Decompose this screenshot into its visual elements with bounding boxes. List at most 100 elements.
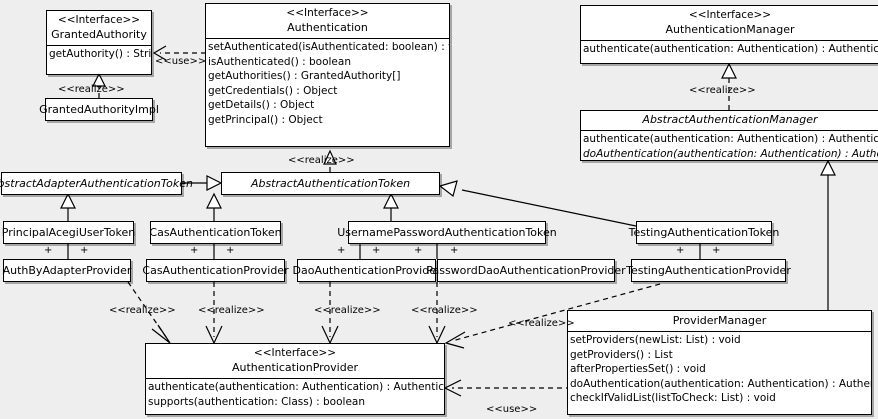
arrowhead-open-authprovider-testing: [444, 331, 466, 349]
class-authentication-manager[interactable]: <<Interface>> AuthenticationManager auth…: [580, 5, 878, 64]
class-testing-authentication-token[interactable]: TestingAuthenticationToken: [629, 221, 779, 244]
class-password-dao-authentication-provider[interactable]: PasswordDaoAuthenticationProvider: [426, 259, 626, 282]
class-header-abstract-authentication-manager: AbstractAuthenticationManager: [581, 111, 878, 130]
operations-compartment-authentication-provider: authenticate(authentication: Authenticat…: [146, 378, 444, 410]
class-name-label: CasAuthenticationProvider: [142, 263, 289, 277]
class-name-label: DaoAuthenticationProvider: [292, 263, 441, 277]
arrowhead-triangle-adapter-token: [60, 192, 76, 209]
class-granted-authority[interactable]: <<Interface>> GrantedAuthority getAuthor…: [46, 10, 152, 75]
assoc-visibility-marker: +: [414, 245, 423, 256]
class-abstract-adapter-authentication-token[interactable]: AbstractAdapterAuthenticationToken: [0, 172, 193, 195]
operation-row: authenticate(authentication: Authenticat…: [583, 43, 878, 55]
class-name-label: PasswordDaoAuthenticationProvider: [426, 263, 626, 277]
operations-compartment-abstract-authentication-manager: authenticate(authentication: Authenticat…: [581, 130, 878, 162]
arrowhead-triangle-authentication: [323, 149, 337, 165]
edge-label-realize-authbyadapter: <<realize>>: [109, 305, 176, 316]
edge-label-realize-abstract-auth-manager: <<realize>>: [689, 85, 756, 96]
edge-label-realize-dao: <<realize>>: [314, 305, 381, 316]
class-cas-authentication-token[interactable]: CasAuthenticationToken: [149, 221, 282, 244]
class-cas-authentication-provider[interactable]: CasAuthenticationProvider: [142, 259, 289, 282]
class-provider-manager[interactable]: ProviderManager setProviders(newList: Li…: [567, 310, 872, 415]
class-name-label: UsernamePasswordAuthenticationToken: [337, 225, 557, 239]
edge-label-realize-testing: <<realize>>: [508, 318, 575, 329]
operation-row: getAuthority() : String: [49, 48, 151, 60]
class-testing-authentication-provider[interactable]: TestingAuthenticationProvider: [626, 259, 791, 282]
class-name-label: TestingAuthenticationToken: [628, 225, 780, 239]
operation-row: setProviders(newList: List) : void: [570, 334, 741, 346]
assoc-visibility-marker: +: [80, 245, 89, 256]
edge-label-realize-cas: <<realize>>: [198, 305, 265, 316]
edge-label-use-authentication-grantedauthority: <<use>>: [155, 56, 207, 67]
assoc-visibility-marker: +: [190, 245, 199, 256]
arrowhead-open-use-grantedauthority: [152, 45, 167, 61]
operation-row: doAuthentication(authentication: Authent…: [583, 147, 878, 160]
operation-row: afterPropertiesSet() : void: [570, 363, 706, 376]
assoc-visibility-marker: +: [44, 245, 53, 256]
class-name-label: CasAuthenticationToken: [149, 225, 282, 239]
class-header-authentication-manager: <<Interface>> AuthenticationManager: [581, 6, 878, 40]
arrowhead-triangle-authmanager: [721, 62, 737, 79]
operation-row: getProviders() : List: [570, 348, 673, 361]
operation-row: getDetails() : Object: [208, 99, 315, 112]
class-abstract-authentication-token[interactable]: AbstractAuthenticationToken: [221, 172, 440, 195]
class-name-label: PrincipalAcegiUserToken: [1, 225, 136, 239]
edge-label-use-providermanager-authprovider: <<use>>: [486, 404, 538, 415]
operation-row: setAuthenticated(isAuthenticated: boolea…: [208, 41, 449, 53]
operations-compartment-authentication-manager: authenticate(authentication: Authenticat…: [581, 40, 878, 58]
class-authentication-provider[interactable]: <<Interface>> AuthenticationProvider aut…: [145, 343, 445, 415]
class-name-label: ProviderManager: [672, 314, 767, 327]
edge-label-realize-token-authentication: <<realize>>: [288, 155, 355, 166]
arrowhead-triangle-abstract-token-upw: [383, 192, 399, 209]
class-dao-authentication-provider[interactable]: DaoAuthenticationProvider: [293, 259, 441, 282]
assoc-visibility-marker: +: [712, 245, 721, 256]
stereotype-label: <<Interface>>: [57, 14, 141, 26]
arrowhead-triangle-abstract-token-testing: [438, 180, 458, 198]
class-name-label: AuthenticationManager: [665, 23, 795, 36]
stereotype-label: <<Interface>>: [688, 9, 772, 21]
class-name-label: GrantedAuthority: [51, 28, 147, 41]
assoc-visibility-marker: +: [337, 245, 346, 256]
arrowhead-open-authprovider-use: [443, 379, 462, 397]
class-name-label: TestingAuthenticationProvider: [626, 263, 791, 277]
class-auth-by-adapter-provider[interactable]: AuthByAdapterProvider: [3, 259, 131, 282]
assoc-visibility-marker: +: [676, 245, 685, 256]
class-authentication[interactable]: <<Interface>> Authentication setAuthenti…: [205, 3, 450, 147]
class-name-label: AuthByAdapterProvider: [2, 263, 132, 277]
arrowhead-triangle-abstractauthmanager: [820, 159, 836, 176]
class-name-label: AbstractAdapterAuthenticationToken: [0, 176, 193, 190]
operation-row: getPrincipal() : Object: [208, 113, 323, 126]
class-header-provider-manager: ProviderManager: [568, 311, 871, 331]
arrowhead-open-authprovider-adapter: [151, 324, 171, 344]
class-header-authentication-provider: <<Interface>> AuthenticationProvider: [146, 344, 444, 378]
stereotype-label: <<Interface>>: [286, 7, 369, 19]
edge-label-realize-grantedauthorityimpl: <<realize>>: [58, 84, 125, 95]
operation-row: authenticate(authentication: Authenticat…: [148, 381, 444, 393]
class-name-label: AuthenticationProvider: [231, 361, 359, 374]
arrowhead-triangle-abstract-token-cas: [206, 192, 222, 209]
class-principal-acegi-user-token[interactable]: PrincipalAcegiUserToken: [2, 221, 135, 244]
class-username-password-authentication-token[interactable]: UsernamePasswordAuthenticationToken: [337, 221, 557, 244]
class-header-authentication: <<Interface>> Authentication: [206, 4, 449, 38]
edge-generalize-testingauthenticationtoken: [461, 189, 637, 227]
class-name-label: GrantedAuthorityImpl: [39, 102, 159, 116]
arrowhead-triangle-grantedauthority: [92, 72, 106, 87]
operation-row: checkIfValidList(listToCheck: List) : vo…: [570, 392, 776, 405]
operation-row: supports(authentication: Class) : boolea…: [148, 395, 365, 408]
class-name-label: Authentication: [287, 21, 368, 34]
class-granted-authority-impl[interactable]: GrantedAuthorityImpl: [39, 98, 159, 121]
stereotype-label: <<Interface>>: [253, 347, 337, 359]
class-abstract-authentication-manager[interactable]: AbstractAuthenticationManager authentica…: [580, 110, 878, 161]
operations-compartment-provider-manager: setProviders(newList: List) : void getPr…: [568, 331, 871, 407]
operation-row: getAuthorities() : GrantedAuthority[]: [208, 70, 401, 83]
operations-compartment-authentication: setAuthenticated(isAuthenticated: boolea…: [206, 38, 449, 129]
class-header-granted-authority: <<Interface>> GrantedAuthority: [47, 11, 151, 45]
operation-row: authenticate(authentication: Authenticat…: [583, 133, 878, 145]
arrowhead-triangle-abstract-token-left: [206, 175, 223, 191]
operation-row: doAuthentication(authentication: Authent…: [570, 377, 871, 390]
operations-compartment-granted-authority: getAuthority() : String: [47, 45, 151, 63]
assoc-visibility-marker: +: [372, 245, 381, 256]
operation-row: isAuthenticated() : boolean: [208, 55, 351, 68]
edge-label-realize-passworddao: <<realize>>: [411, 305, 478, 316]
